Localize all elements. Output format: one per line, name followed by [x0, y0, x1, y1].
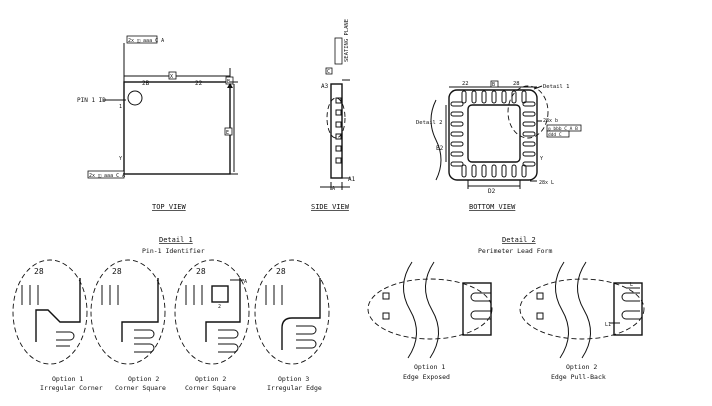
leads-right: [522, 101, 536, 167]
detail1-option3: 28: [254, 259, 330, 365]
datum-x-box: [168, 71, 177, 80]
side-view-outline: [330, 83, 343, 179]
svg-text:A: A: [332, 186, 335, 192]
pin1-marker: [127, 90, 143, 106]
detail1-option2b: 28 A 2: [174, 259, 250, 365]
svg-text:B: B: [492, 82, 495, 88]
detail-1: Detail 1 Pin-1 Identifier 28 Option 1 Ir…: [12, 236, 330, 392]
exposed-pad: [467, 104, 521, 163]
svg-text:Corner Square: Corner Square: [115, 384, 166, 392]
svg-text:28: 28: [513, 81, 520, 87]
svg-text:Option 3: Option 3: [278, 375, 309, 383]
dim-d-half: 22: [195, 80, 203, 87]
svg-text:Option 1: Option 1: [52, 375, 83, 383]
pin1-label: PIN 1 ID: [77, 97, 106, 104]
svg-text:C: C: [327, 69, 330, 75]
svg-text:Option 2: Option 2: [566, 363, 597, 371]
leads-bottom: [461, 164, 527, 178]
fcf-bottom: 2x ◫ aaa C A: [87, 170, 125, 179]
detail2-option1: [367, 261, 493, 359]
detail1-label: Detail 1: [543, 84, 570, 90]
svg-text:Irregular Corner: Irregular Corner: [40, 384, 103, 392]
top-view-outline: [123, 81, 231, 175]
svg-text:Edge Pull-Back: Edge Pull-Back: [551, 373, 606, 381]
detail1-option1: 28: [12, 259, 88, 365]
leads-left: [450, 101, 464, 167]
svg-text:B: B: [227, 79, 230, 85]
dim-d2: D2: [488, 188, 496, 195]
detail-2: Detail 2 Perimeter Lead Form Option 1 Ed…: [367, 236, 645, 381]
seating-plane-label: SEATING PLANE: [344, 19, 350, 62]
svg-text:L1: L1: [605, 322, 611, 328]
detail2-title: Detail 2: [502, 236, 536, 244]
dim-d: 2B: [142, 80, 150, 87]
svg-text:Option 1: Option 1: [414, 363, 445, 371]
svg-text:Corner Square: Corner Square: [185, 384, 236, 392]
fcf-top: 2x ◫ aaa C A: [123, 35, 164, 82]
svg-text:28: 28: [112, 267, 122, 276]
detail1-bubble: [507, 85, 549, 139]
svg-text:L: L: [630, 282, 633, 288]
bottom-view-caption: BOTTOM VIEW: [469, 203, 516, 211]
svg-text:2x ◫ aaa C A: 2x ◫ aaa C A: [128, 38, 164, 44]
svg-text:X: X: [170, 74, 173, 80]
bottom-view: Detail 2 Detail 1 22 B 28 28x b ◎ bbb C …: [416, 80, 582, 211]
side-view: SEATING PLANE C A3 A1 A SIDE VIEW: [311, 19, 356, 211]
svg-text:28: 28: [276, 267, 286, 276]
svg-text:Option 2: Option 2: [195, 375, 226, 383]
svg-text:A: A: [244, 279, 247, 285]
svg-text:Option 2: Option 2: [128, 375, 159, 383]
detail2-option2: L L1: [519, 261, 645, 359]
top-view: PIN 1 ID 1 Y X 2B 22 B E 2x ◫ aaa C A 2x…: [77, 35, 238, 211]
svg-text:Y: Y: [540, 156, 543, 162]
detail1-title: Detail 1: [159, 236, 193, 244]
svg-text:2x ◫ aaa C A: 2x ◫ aaa C A: [89, 173, 125, 179]
svg-text:Edge Exposed: Edge Exposed: [403, 373, 450, 381]
svg-text:28: 28: [196, 267, 206, 276]
svg-text:Irregular Edge: Irregular Edge: [267, 384, 322, 392]
svg-text:28: 28: [34, 267, 44, 276]
dim-e2: E2: [436, 145, 444, 152]
detail1-option2: 28: [90, 259, 166, 365]
svg-text:A3: A3: [321, 83, 329, 90]
svg-text:Y: Y: [119, 156, 122, 162]
svg-text:28x L: 28x L: [539, 180, 554, 186]
svg-text:1: 1: [119, 104, 122, 110]
svg-text:28x b: 28x b: [543, 118, 558, 124]
svg-text:2: 2: [218, 304, 221, 310]
side-view-caption: SIDE VIEW: [311, 203, 350, 211]
svg-text:◎ bbb C A B: ◎ bbb C A B: [548, 126, 578, 132]
top-view-caption: TOP VIEW: [152, 203, 187, 211]
detail2-subtitle: Perimeter Lead Form: [478, 247, 552, 255]
svg-text:ddd C: ddd C: [548, 132, 562, 138]
detail2-label: Detail 2: [416, 120, 443, 126]
dim-e: E: [226, 130, 229, 136]
svg-text:22: 22: [462, 81, 469, 87]
svg-text:A1: A1: [348, 176, 356, 183]
leads-top: [461, 90, 527, 104]
detail1-subtitle: Pin-1 Identifier: [142, 247, 205, 255]
